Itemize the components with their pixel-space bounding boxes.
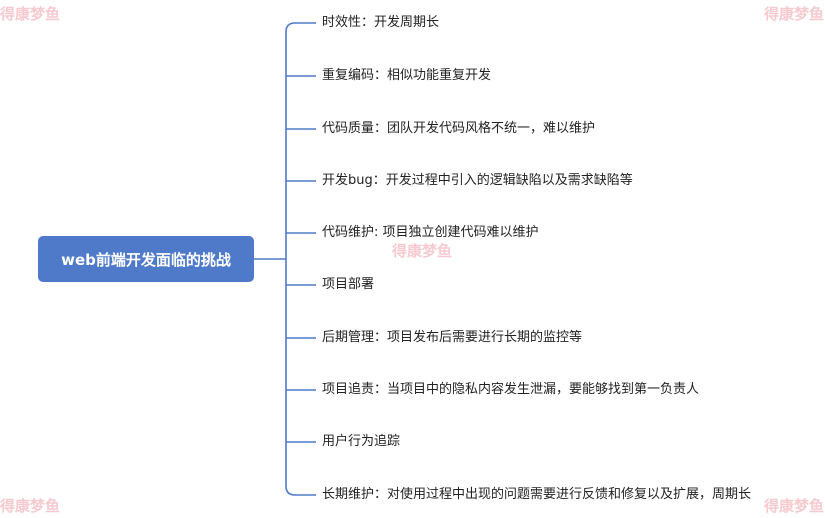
watermark-center: 得康梦鱼 [392, 242, 453, 260]
branch-node-accountability[interactable]: 项目追责：当项目中的隐私内容发生泄漏，要能够找到第一负责人 [322, 382, 700, 397]
watermark-top-right: 得康梦鱼 [764, 5, 825, 23]
branch-node-duplicate-code[interactable]: 重复编码：相似功能重复开发 [322, 68, 492, 83]
root-node[interactable]: web前端开发面临的挑战 [38, 236, 254, 282]
branch-node-code-maintenance[interactable]: 代码维护: 项目独立创建代码难以维护 [322, 225, 539, 240]
branch-node-behavior-tracking[interactable]: 用户行为追踪 [322, 434, 401, 449]
branch-node-dev-bug[interactable]: 开发bug：开发过程中引入的逻辑缺陷以及需求缺陷等 [322, 173, 633, 188]
branch-connector [285, 485, 316, 496]
branch-node-timeliness[interactable]: 时效性：开发周期长 [322, 15, 440, 30]
branch-node-code-quality[interactable]: 代码质量：团队开发代码风格不统一，难以维护 [322, 121, 596, 136]
branch-connector [285, 22, 316, 33]
watermark-bottom-right: 得康梦鱼 [764, 497, 825, 515]
watermark-top-left: 得康梦鱼 [0, 5, 61, 23]
branch-node-post-management[interactable]: 后期管理：项目发布后需要进行长期的监控等 [322, 330, 583, 345]
watermark-bottom-left: 得康梦鱼 [0, 497, 61, 515]
branch-node-deployment[interactable]: 项目部署 [322, 277, 375, 292]
branch-node-long-term-maintenance[interactable]: 长期维护：对使用过程中出现的问题需要进行反馈和修复以及扩展，周期长 [322, 487, 752, 502]
